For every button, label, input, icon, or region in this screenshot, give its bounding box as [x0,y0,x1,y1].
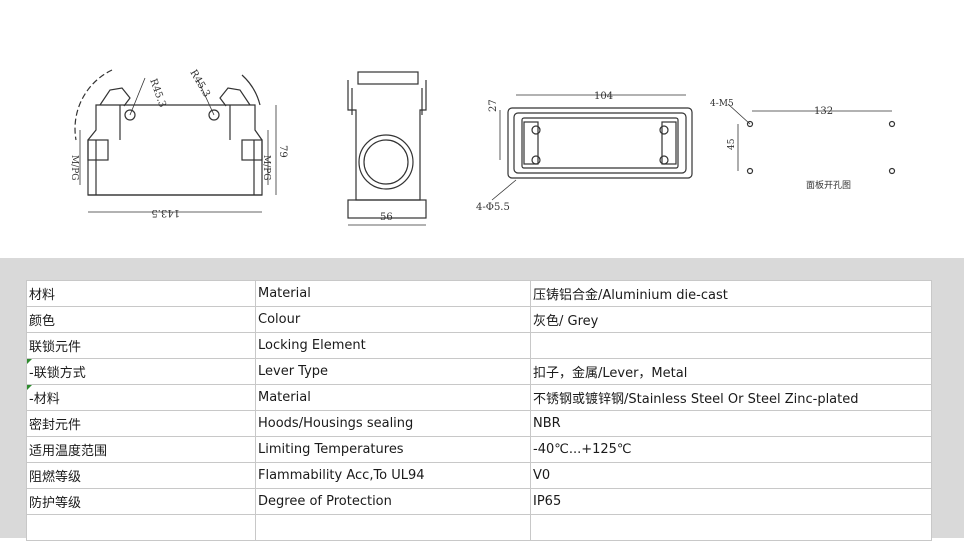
dim-r1: R45.3 [147,77,168,109]
panel-cutout [727,103,896,175]
table-cell-zh[interactable]: 防护等级 [26,488,256,515]
table-cell-en[interactable]: Lever Type [255,358,531,385]
table-cell-en[interactable]: Flammability Acc,To UL94 [255,462,531,489]
dim-top: 104 [594,91,613,102]
panel-caption: 面板开孔图 [806,179,851,191]
dim-left-bolt: M/PG [69,155,79,181]
table-cell-en[interactable]: Locking Element [255,332,531,359]
top-view [491,94,693,201]
table-cell-value[interactable]: 灰色/ Grey [530,306,932,333]
table-cell-zh[interactable]: 颜色 [26,306,256,333]
table-cell-zh[interactable]: 密封元件 [26,410,256,437]
table-cell-en[interactable]: Material [255,384,531,411]
table-cell-zh[interactable]: 阻燃等级 [26,462,256,489]
table-cell-value[interactable] [530,514,932,541]
table-cell-value[interactable]: 压铸铝合金/Aluminium die-cast [530,280,932,307]
table-cell-en[interactable]: Material [255,280,531,307]
table-cell-en[interactable]: Degree of Protection [255,488,531,515]
table-cell-zh[interactable]: 联锁元件 [26,332,256,359]
dim-r2: R45.3 [187,68,211,99]
table-cell-en[interactable]: Limiting Temperatures [255,436,531,463]
drawing-canvas: R45.3 R45.3 M/PG M/PG 79 143.5 56 104 27… [69,68,896,226]
table-cell-value[interactable]: V0 [530,462,932,489]
side-view [347,71,427,226]
dim-45: 45 [727,138,737,150]
dim-132: 132 [814,106,833,117]
dim-width: 56 [380,212,393,223]
dim-m5: 4-M5 [710,99,734,109]
table-cell-zh[interactable] [26,514,256,541]
table-row [26,514,932,541]
table-cell-value[interactable]: 不锈钢或镀锌钢/Stainless Steel Or Steel Zinc-pl… [530,384,932,411]
table-cell-zh[interactable]: -联锁方式 [26,358,256,385]
table-cell-value[interactable]: -40℃...+125℃ [530,436,932,463]
table-cell-zh[interactable]: -材料 [26,384,256,411]
dim-length: 143.5 [151,207,180,218]
dim-holes: 4-Φ5.5 [476,202,510,213]
table-cell-en[interactable]: Hoods/Housings sealing [255,410,531,437]
table-cell-en[interactable]: Colour [255,306,531,333]
dim-right-bolt: M/PG [261,155,271,181]
table-cell-en[interactable] [255,514,531,541]
dim-height: 79 [277,145,288,158]
table-cell-value[interactable]: 扣子，金属/Lever，Metal [530,358,932,385]
table-cell-value[interactable]: IP65 [530,488,932,515]
technical-drawing: R45.3 R45.3 M/PG M/PG 79 143.5 56 104 27… [0,0,964,258]
table-cell-value[interactable] [530,332,932,359]
table-cell-zh[interactable]: 材料 [26,280,256,307]
front-view [74,69,277,213]
table-cell-value[interactable]: NBR [530,410,932,437]
dim-side: 27 [488,99,499,112]
table-cell-zh[interactable]: 适用温度范围 [26,436,256,463]
